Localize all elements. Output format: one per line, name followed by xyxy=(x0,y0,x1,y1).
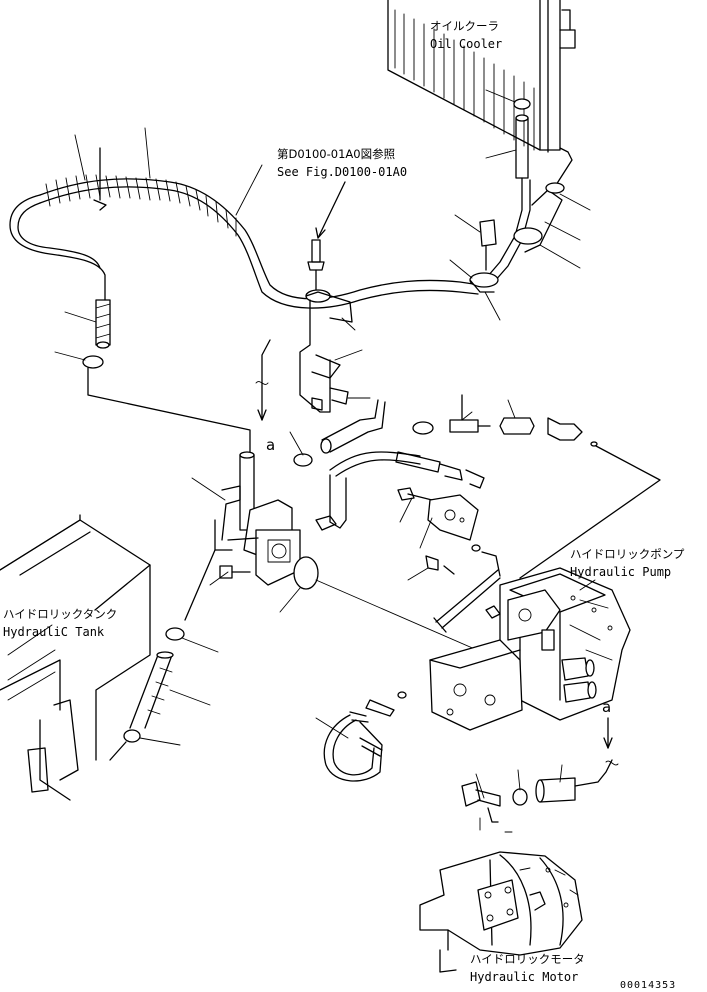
o-ring xyxy=(293,556,319,590)
hydraulic-motor-label-jp: ハイドロリックモータ xyxy=(470,952,585,966)
suction-hose-row xyxy=(293,394,661,579)
connection-letter-lower: a xyxy=(602,698,611,716)
connection-mark-upper xyxy=(255,339,271,421)
tank-suction-hose xyxy=(109,549,216,761)
return-hose xyxy=(315,451,485,531)
drawing-code: 00014353 xyxy=(620,980,676,991)
pump-drain-hose xyxy=(323,691,407,782)
cooler-outlet-hose xyxy=(487,98,565,283)
oil-cooler-label-en: Oil Cooler xyxy=(430,37,502,51)
hydraulic-tank-label-en: HydrauliC Tank xyxy=(3,625,105,639)
spiral-wrapped-hose xyxy=(9,147,481,456)
hydraulic-tank-label-jp: ハイドロリックタンク xyxy=(3,607,117,621)
see-fig-arrowhead xyxy=(315,227,326,239)
oil-cooler-label-jp: オイルクーラ xyxy=(430,19,499,33)
hydraulic-pump-label-jp: ハイドロリックポンプ xyxy=(570,547,685,561)
hydraulic-tank xyxy=(0,514,151,801)
hydraulic-pump xyxy=(429,567,631,731)
o-ring-leader xyxy=(315,579,501,661)
hydraulic-motor-label-en: Hydraulic Motor xyxy=(470,970,578,984)
clamp-assembly-upper xyxy=(299,219,499,413)
tank-connector xyxy=(214,451,301,586)
see-fig-label-jp: 第D0100-01A0図参照 xyxy=(277,147,395,161)
see-fig-label-en: See Fig.D0100-01A0 xyxy=(277,165,407,179)
hydraulic-motor xyxy=(419,851,583,973)
connection-mark-lower xyxy=(574,717,619,787)
manifold-block xyxy=(397,487,501,577)
pump-label-leader xyxy=(579,579,596,591)
motor-hose xyxy=(461,777,576,833)
connection-letter-upper: a xyxy=(266,436,275,454)
callout-leaders xyxy=(54,89,591,799)
hydraulic-pump-label-en: Hydraulic Pump xyxy=(570,565,671,579)
see-fig-arrow xyxy=(317,181,346,239)
